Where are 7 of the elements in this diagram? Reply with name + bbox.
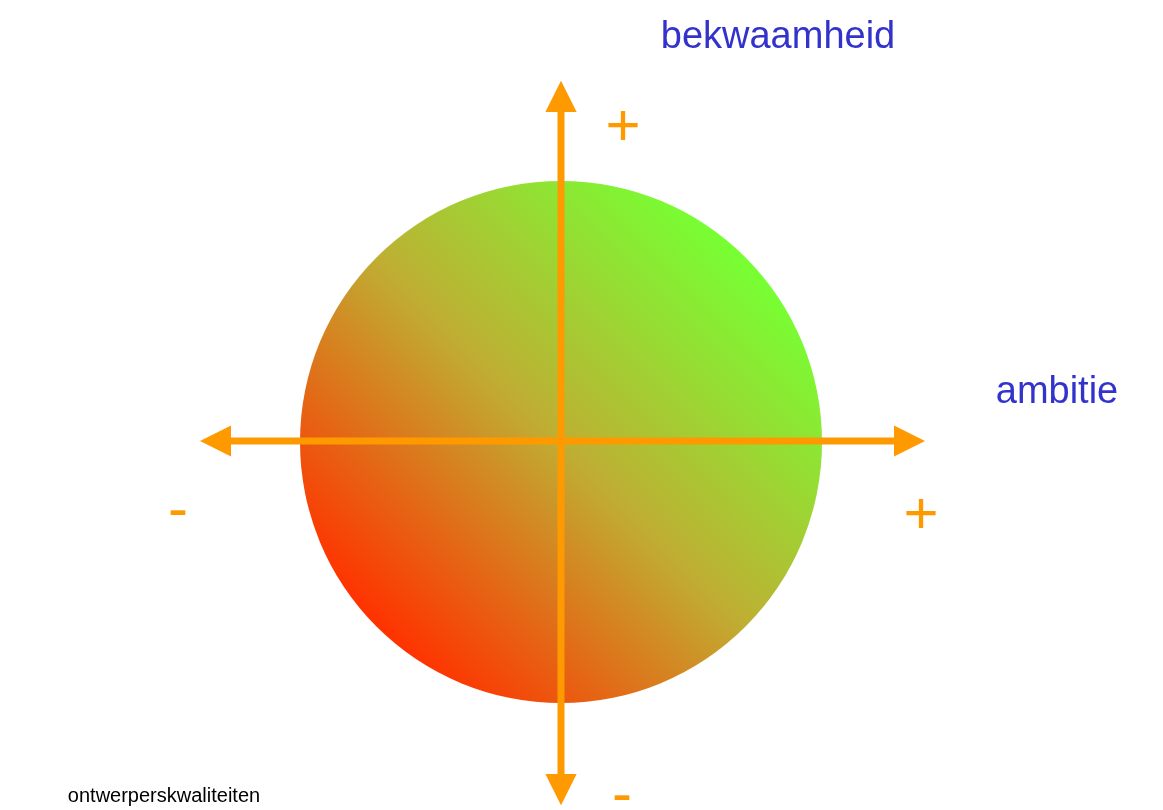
axis-title: ambitie	[995, 371, 1119, 409]
minus-sign: -	[168, 478, 188, 538]
plus-sign: +	[605, 95, 641, 155]
minus-sign: -	[612, 763, 632, 810]
caption-text: ontwerperskwaliteiten	[67, 785, 261, 805]
axis-title: bekwaamheid	[660, 16, 896, 54]
plus-sign: +	[903, 483, 939, 543]
